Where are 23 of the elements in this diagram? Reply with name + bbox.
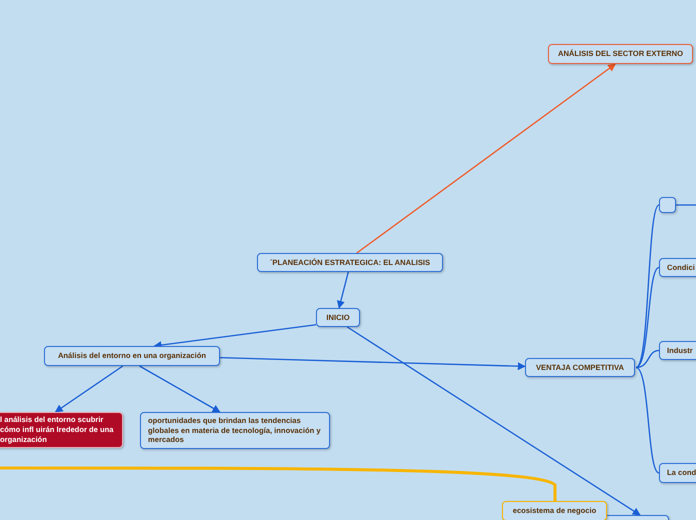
connector bbox=[220, 356, 526, 370]
topic-box bbox=[659, 341, 696, 360]
connector bbox=[139, 365, 221, 413]
connector bbox=[636, 350, 660, 368]
connector bbox=[636, 204, 660, 368]
topic-box bbox=[316, 308, 360, 327]
connector bbox=[336, 272, 349, 309]
topic-box bbox=[0, 412, 123, 448]
topic-box bbox=[659, 463, 696, 483]
connector bbox=[356, 63, 616, 254]
topic-box bbox=[659, 258, 696, 277]
connector bbox=[346, 326, 641, 516]
topic-box bbox=[44, 346, 220, 366]
topic-box bbox=[140, 412, 330, 449]
topic-box bbox=[257, 253, 443, 272]
connector bbox=[636, 266, 660, 368]
connector bbox=[54, 365, 124, 413]
topic-box bbox=[525, 358, 635, 377]
topic-box bbox=[548, 44, 693, 64]
connector bbox=[636, 366, 660, 474]
connector bbox=[676, 204, 696, 206]
topic-box bbox=[502, 501, 607, 520]
empty-topic bbox=[659, 197, 676, 213]
